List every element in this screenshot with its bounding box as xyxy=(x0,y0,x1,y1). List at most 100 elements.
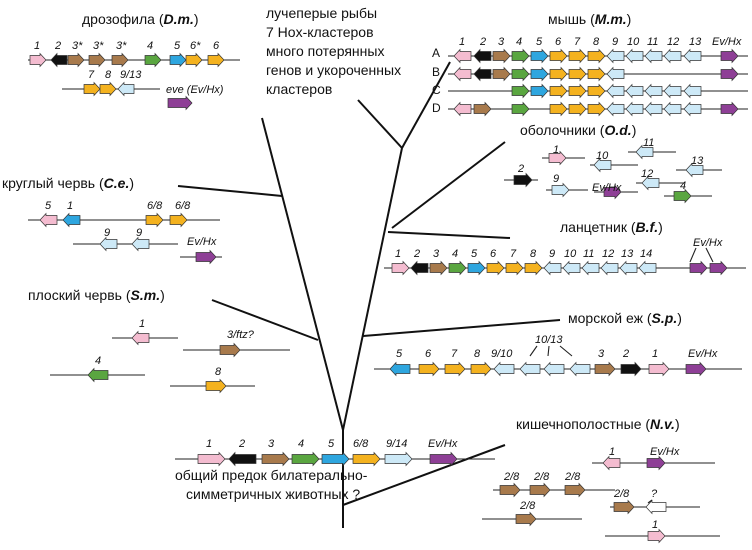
gene-arrow xyxy=(644,48,663,64)
gene-arrow xyxy=(511,66,530,82)
gene-arrow xyxy=(261,451,290,467)
gene-arrow xyxy=(613,499,635,515)
gene-arrow xyxy=(448,260,467,276)
gene-label: 3 xyxy=(268,438,275,450)
gene-label: 11 xyxy=(647,36,658,48)
gene-label: 8 xyxy=(593,36,600,48)
label-connectors xyxy=(529,247,714,504)
branch-deuterostomes xyxy=(342,147,403,431)
gene-arrow xyxy=(418,361,440,377)
gene-label: 3 xyxy=(498,36,505,48)
gene-label: 6/8 xyxy=(353,438,369,450)
gene-arrow xyxy=(513,172,533,188)
gene-arrow xyxy=(131,330,150,346)
gene-arrow xyxy=(473,48,492,64)
gene-arrow xyxy=(444,361,466,377)
gene-arrow xyxy=(228,451,257,467)
mouse-row-label-d: D xyxy=(432,101,441,115)
gene-labels: 1 2 3* 3* 3* 4 5 6* 6 7 8 9/13 eve (Ev/H… xyxy=(34,36,742,531)
branch-drosophila xyxy=(261,117,344,431)
gene-arrow xyxy=(352,451,381,467)
gene-arrow xyxy=(530,48,549,64)
gene-arrow xyxy=(519,361,541,377)
gene-arrow xyxy=(492,66,511,82)
gene-arrow xyxy=(167,95,193,111)
gene-label: 5 xyxy=(174,40,181,52)
gene-label: 2 xyxy=(54,40,61,52)
gene-label: 6* xyxy=(190,40,201,52)
gene-arrow xyxy=(683,101,702,117)
gene-label: 2/8 xyxy=(613,488,630,500)
gene-label: 10 xyxy=(564,248,577,260)
gene-arrow xyxy=(720,66,739,82)
gene-arrow xyxy=(720,101,739,117)
taxon-label-mouse: мышь (M.m.) xyxy=(548,11,631,27)
gene-label: 9 xyxy=(549,248,555,260)
gene-label: Ev/Hx xyxy=(187,236,217,248)
gene-label: 1 xyxy=(652,348,658,360)
gene-arrow xyxy=(195,249,217,265)
gene-label: 6/8 xyxy=(175,200,191,212)
gene-arrow xyxy=(689,260,708,276)
gene-label: Ev/Hx xyxy=(688,348,718,360)
gene-arrow xyxy=(683,83,702,99)
gene-arrow xyxy=(625,83,644,99)
gene-label: 4 xyxy=(147,40,153,52)
gene-label: 1 xyxy=(459,36,465,48)
gene-arrow xyxy=(29,52,47,68)
gene-arrow xyxy=(486,260,505,276)
gene-arrow xyxy=(111,52,129,68)
gene-arrow xyxy=(391,260,410,276)
gene-arrow xyxy=(88,52,106,68)
gene-label: 4 xyxy=(298,438,304,450)
taxon-label-drosophila: дрозофила (D.m.) xyxy=(82,11,199,27)
gene-label: 12 xyxy=(641,168,653,180)
gene-label: 6 xyxy=(555,36,562,48)
gene-arrow xyxy=(709,260,728,276)
gene-label: 6 xyxy=(213,40,220,52)
gene-arrow xyxy=(568,101,587,117)
gene-label: 3* xyxy=(72,40,83,52)
gene-label: Ev/Hx xyxy=(592,182,622,194)
gene-label: 3* xyxy=(93,40,104,52)
gene-label: 6/8 xyxy=(147,200,163,212)
mouse-row-label-c: C xyxy=(432,83,441,97)
gene-label: 2 xyxy=(413,248,420,260)
gene-label: 12 xyxy=(667,36,679,48)
gene-label: 3 xyxy=(598,348,605,360)
gene-arrow xyxy=(185,52,203,68)
gene-arrow xyxy=(569,361,591,377)
gene-arrow xyxy=(321,451,350,467)
gene-arrow xyxy=(473,101,492,117)
gene-label: 4 xyxy=(680,180,686,192)
gene-arrow xyxy=(511,48,530,64)
gene-arrow xyxy=(685,361,707,377)
gene-arrow xyxy=(131,236,150,252)
branch-urchin xyxy=(362,319,561,337)
branch-flatworm xyxy=(211,299,319,341)
gene-label: 5 xyxy=(396,348,403,360)
gene-arrow xyxy=(663,48,682,64)
gene-arrow xyxy=(429,451,458,467)
gene-arrow xyxy=(645,499,667,515)
gene-arrow xyxy=(600,260,619,276)
gene-arrow xyxy=(429,260,448,276)
gene-arrow xyxy=(606,48,625,64)
gene-label: 2/8 xyxy=(533,471,550,483)
gene-arrow xyxy=(620,361,642,377)
gene-arrow xyxy=(587,66,606,82)
taxon-label-flatworm: плоский червь (S.m.) xyxy=(28,287,165,303)
gene-arrow xyxy=(673,188,692,204)
gene-label: 1 xyxy=(67,200,73,212)
gene-label: 3* xyxy=(116,40,127,52)
gene-label: eve (Ev/Hx) xyxy=(166,84,224,96)
gene-arrow xyxy=(99,236,118,252)
gene-arrow xyxy=(625,48,644,64)
mouse-row-label-a: A xyxy=(432,46,440,60)
gene-label: 2 xyxy=(517,163,524,175)
gene-label: Ev/Hx xyxy=(650,446,680,458)
gene-label: 5 xyxy=(536,36,543,48)
gene-arrow xyxy=(594,361,616,377)
gene-arrow xyxy=(663,83,682,99)
gene-arrow xyxy=(568,48,587,64)
